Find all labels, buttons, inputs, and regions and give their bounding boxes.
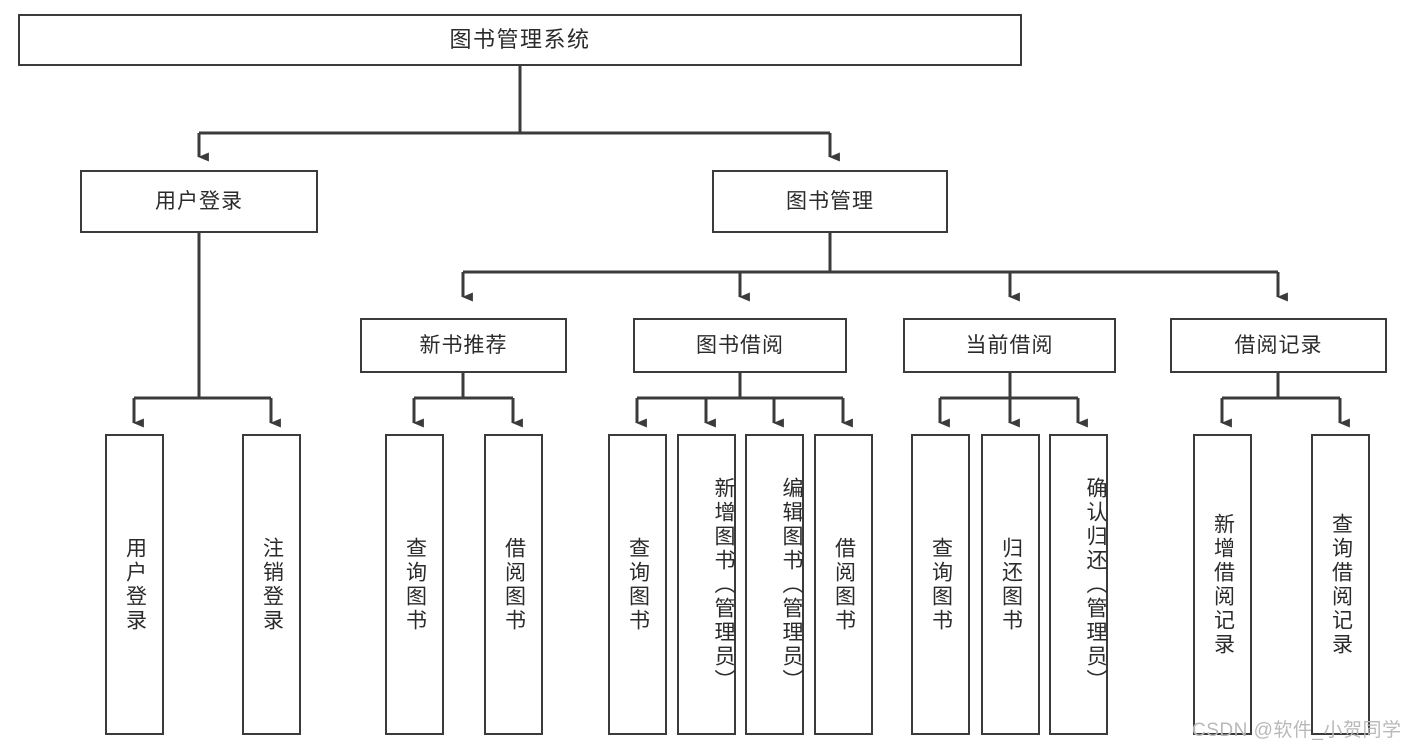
node-level2-book-management[interactable]: 图书管理 — [712, 170, 948, 233]
node-level3-new-book-recommend[interactable]: 新书推荐 — [360, 318, 567, 373]
node-level3-borrow-record[interactable]: 借阅记录 — [1170, 318, 1387, 373]
node-leaf-borrow-book[interactable]: 借阅图书 — [814, 434, 873, 735]
watermark-text: CSDN @软件_小贺同学 — [1192, 720, 1402, 741]
node-leaf-edit-book-admin[interactable]: 编辑图书（管理员） — [745, 434, 804, 735]
node-leaf-confirm-return-admin[interactable]: 确认归还（管理员） — [1049, 434, 1108, 735]
node-level3-book-borrow[interactable]: 图书借阅 — [633, 318, 847, 373]
node-leaf-borrow-book-recommend[interactable]: 借阅图书 — [484, 434, 543, 735]
node-leaf-logout[interactable]: 注销登录 — [242, 434, 301, 735]
node-leaf-user-login[interactable]: 用户登录 — [105, 434, 164, 735]
node-level2-user-login[interactable]: 用户登录 — [80, 170, 318, 233]
node-root[interactable]: 图书管理系统 — [18, 14, 1022, 66]
node-leaf-query-book-current[interactable]: 查询图书 — [911, 434, 970, 735]
node-leaf-add-borrow-record[interactable]: 新增借阅记录 — [1193, 434, 1252, 735]
node-leaf-query-borrow-record[interactable]: 查询借阅记录 — [1311, 434, 1370, 735]
node-level3-current-borrow[interactable]: 当前借阅 — [903, 318, 1116, 373]
node-leaf-query-book-borrow[interactable]: 查询图书 — [608, 434, 667, 735]
node-leaf-query-book-recommend[interactable]: 查询图书 — [385, 434, 444, 735]
node-leaf-return-book[interactable]: 归还图书 — [981, 434, 1040, 735]
node-leaf-add-book-admin[interactable]: 新增图书（管理员） — [677, 434, 736, 735]
